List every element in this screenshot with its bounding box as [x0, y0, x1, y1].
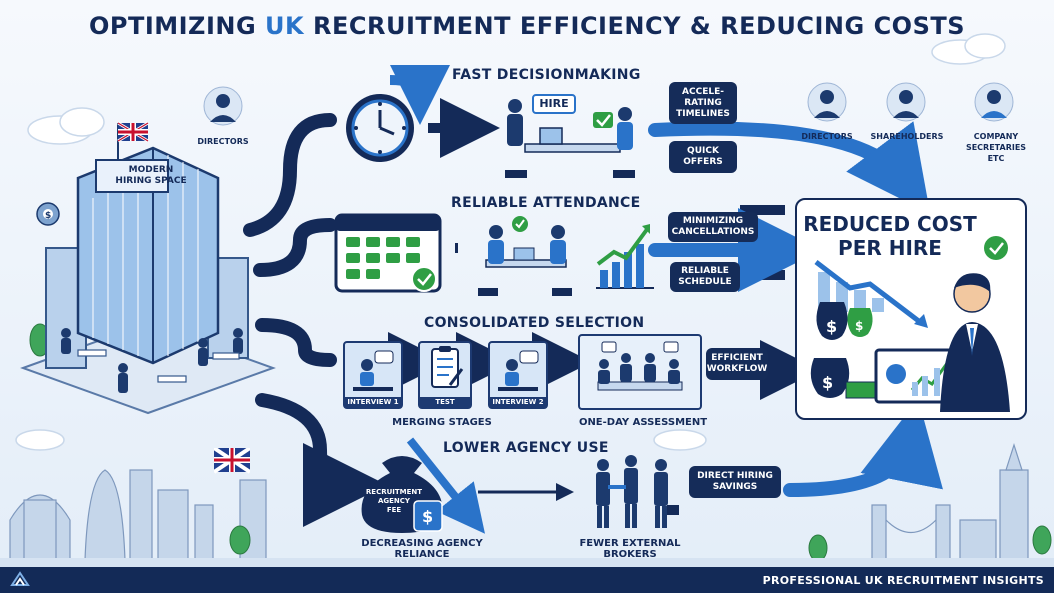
one-day-assessment-box — [578, 334, 702, 410]
page-title: OPTIMIZING UK RECRUITMENT EFFICIENCY & R… — [0, 12, 1054, 40]
section-title-reliable: RELIABLE ATTENDANCE — [451, 195, 641, 211]
reduced-cost-title: REDUCED COST PER HIRE — [803, 212, 977, 260]
director-avatar-icon — [203, 86, 243, 126]
shareholders-avatar-icon — [886, 82, 926, 122]
svg-text:$: $ — [45, 211, 51, 221]
section-title-consolidated: CONSOLIDATED SELECTION — [424, 315, 645, 331]
interview-1-icon — [353, 350, 394, 391]
calendar-icon — [334, 213, 442, 293]
footer-bar — [0, 567, 1054, 593]
svg-text:$: $ — [822, 373, 833, 392]
quick-offers-pill: QUICK OFFERS — [669, 141, 737, 173]
title-accent: UK — [265, 12, 305, 40]
interview-1-step: INTERVIEW 1 — [343, 341, 403, 409]
growth-chart-icon — [596, 224, 654, 289]
test-step: TEST — [418, 341, 472, 409]
group-assessment-illustration — [597, 341, 683, 391]
title-part-1: OPTIMIZING — [88, 12, 266, 40]
interview-2-icon — [498, 350, 539, 391]
svg-text:$: $ — [422, 507, 433, 526]
title-part-2: RECRUITMENT EFFICIENCY & REDUCING COSTS — [304, 12, 966, 40]
svg-text:$: $ — [826, 317, 837, 336]
building-sign: MODERN HIRING SPACE — [115, 165, 187, 186]
hiring-building-illustration: $ — [20, 121, 276, 415]
stakeholder-secretaries-label: COMPANY SECRETARIES ETC — [965, 132, 1027, 163]
handshake-people-illustration — [596, 455, 679, 528]
directors-avatar-icon — [807, 82, 847, 122]
efficient-workflow-pill: EFFICIENT WORKFLOW — [706, 348, 768, 380]
hiring-meeting-illustration — [505, 99, 635, 178]
interview-2-step: INTERVIEW 2 — [488, 341, 548, 409]
hire-speech-bubble: HIRE — [532, 94, 576, 114]
brand-logo-icon — [10, 571, 30, 586]
section-title-agency: LOWER AGENCY USE — [443, 440, 609, 456]
merging-stages-label: MERGING STAGES — [392, 417, 492, 428]
section-title-fast: FAST DECISIONMAKING — [452, 67, 641, 83]
minimizing-cancellations-pill: MINIMIZING CANCELLATIONS — [668, 212, 758, 242]
company-secretaries-avatar-icon — [974, 82, 1014, 122]
interview-1-label: INTERVIEW 1 — [345, 397, 401, 407]
clipboard-icon — [431, 346, 464, 388]
clock-icon — [346, 94, 414, 162]
accelerating-timelines-pill: ACCELE- RATING TIMELINES — [669, 82, 737, 124]
stakeholder-shareholders-label: SHAREHOLDERS — [870, 132, 944, 141]
one-day-assessment-label: ONE-DAY ASSESSMENT — [578, 417, 708, 428]
svg-text:$: $ — [855, 319, 863, 333]
agency-fee-bag-icon: $ — [361, 456, 443, 533]
agency-fee-bag-text: RECRUITMENT AGENCY FEE — [365, 488, 423, 514]
directors-label: DIRECTORS — [197, 137, 249, 146]
stakeholder-directors-label: DIRECTORS — [801, 132, 853, 141]
direct-hiring-savings-pill: DIRECT HIRING SAVINGS — [689, 466, 781, 498]
uk-flag-icon — [214, 448, 250, 474]
interview-2-label: INTERVIEW 2 — [490, 397, 546, 407]
reliable-schedule-pill: RELIABLE SCHEDULE — [670, 262, 740, 292]
cost-reduction-illustration: $ $ $ — [810, 236, 1010, 412]
footer-text: PROFESSIONAL UK RECRUITMENT INSIGHTS — [762, 574, 1044, 587]
fewer-brokers-label: FEWER EXTERNAL BROKERS — [579, 538, 681, 560]
decreasing-agency-label: DECREASING AGENCY RELIANCE — [361, 538, 483, 560]
attendance-meeting-illustration — [478, 216, 572, 296]
test-label: TEST — [420, 397, 470, 407]
